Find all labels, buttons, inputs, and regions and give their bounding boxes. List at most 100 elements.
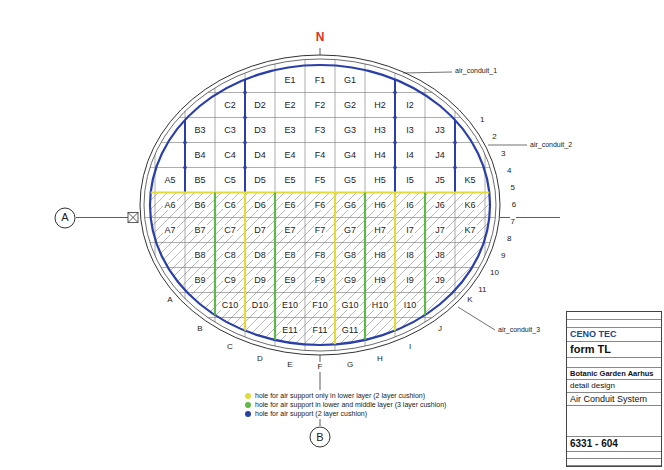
legend-text: hole for air support only in lower layer… xyxy=(255,391,425,400)
grid-cell-label: I10 xyxy=(403,300,418,310)
grid-cell-label: K6 xyxy=(463,200,476,210)
grid-cell-label: G4 xyxy=(343,150,357,160)
grid-cell-label: C5 xyxy=(223,175,237,185)
title-block-row xyxy=(567,459,661,466)
grid-cell-label: E9 xyxy=(283,275,296,285)
grid-cell-label: F2 xyxy=(314,100,327,110)
column-letter: D xyxy=(256,354,264,363)
row-number: 4 xyxy=(506,166,512,175)
legend: hole for air support only in lower layer… xyxy=(242,390,449,419)
row-number: 9 xyxy=(500,251,506,260)
grid-cell-label: B4 xyxy=(193,150,206,160)
grid-cell-label: F9 xyxy=(314,275,327,285)
grid-cell-label: E6 xyxy=(283,200,296,210)
title-block-row: CENO TEC xyxy=(567,328,661,342)
axis-circle-ring xyxy=(310,427,330,447)
column-letter: E xyxy=(286,360,293,369)
legend-row: hole for air support in lower and middle… xyxy=(245,400,446,409)
axis-circle-ring xyxy=(55,208,75,228)
grid-cell-label: F4 xyxy=(314,150,327,160)
cushion-grid xyxy=(140,50,500,360)
grid-cell-label: I5 xyxy=(405,175,415,185)
grid-cell-label: F10 xyxy=(311,300,329,310)
grid-cell-label: D3 xyxy=(253,125,267,135)
grid-cell-label: I3 xyxy=(405,125,415,135)
grid-cell-label: C4 xyxy=(223,150,237,160)
grid-cell-label: D7 xyxy=(253,225,267,235)
grid-cell-label: C2 xyxy=(223,100,237,110)
grid-cell-label: B9 xyxy=(193,275,206,285)
row-number: 11 xyxy=(477,285,487,294)
title-block: CENO TECform TLBotanic Garden Aarhusdeta… xyxy=(566,311,662,467)
grid-cell-label: H5 xyxy=(373,175,387,185)
grid-cell-label: E3 xyxy=(283,125,296,135)
column-letter: A xyxy=(166,295,173,304)
legend-row: hole for air support only in lower layer… xyxy=(245,391,446,400)
grid-cell-label: B8 xyxy=(193,250,206,260)
grid-cell-label: F5 xyxy=(314,175,327,185)
column-letter: C xyxy=(226,342,234,351)
north-mark: N xyxy=(316,31,325,45)
grid-cell-label: B3 xyxy=(193,125,206,135)
title-block-text: CENO TEC xyxy=(570,329,658,340)
inner-rim xyxy=(144,59,496,351)
axis-circle: A xyxy=(54,207,76,229)
grid-cell-label: J8 xyxy=(434,250,446,260)
row-number: 2 xyxy=(491,132,497,141)
grid-cell-label: K7 xyxy=(463,225,476,235)
grid-cell-label: D6 xyxy=(253,200,267,210)
conduit-callout: air_conduit_1 xyxy=(455,67,497,75)
grid-cell-label: B6 xyxy=(193,200,206,210)
grid-cell-label: G6 xyxy=(343,200,357,210)
title-block-row: Botanic Garden Aarhus xyxy=(567,368,661,380)
column-letter: I xyxy=(408,342,412,351)
grid-cell-label: I2 xyxy=(405,100,415,110)
row-number: 8 xyxy=(506,234,512,243)
title-block-row xyxy=(567,406,661,437)
grid-cell-label: B7 xyxy=(193,225,206,235)
row-number: 5 xyxy=(510,183,516,192)
conduit-callout: air_conduit_2 xyxy=(530,141,572,149)
grid-cell-label: H6 xyxy=(373,200,387,210)
grid-cell-label: D8 xyxy=(253,250,267,260)
blue-holes xyxy=(183,91,457,170)
grid-cell-label: H3 xyxy=(373,125,387,135)
row-number: 6 xyxy=(511,200,517,209)
blue-conduits xyxy=(185,60,455,193)
grid-cell-label: D4 xyxy=(253,150,267,160)
title-block-row: Air Conduit System xyxy=(567,393,661,407)
grid-cell-label: F1 xyxy=(314,75,327,85)
row-number: 1 xyxy=(479,115,485,124)
grid-cell-label: G7 xyxy=(343,225,357,235)
grid-cell-label: G1 xyxy=(343,75,357,85)
grid-cell-label: F8 xyxy=(314,250,327,260)
grid-cell-label: G3 xyxy=(343,125,357,135)
grid-cell-label: I9 xyxy=(405,275,415,285)
grid-cell-label: F6 xyxy=(314,200,327,210)
grid-cell-label: E1 xyxy=(283,75,296,85)
column-letter: B xyxy=(196,324,203,333)
row-number: 10 xyxy=(489,268,500,277)
row-number: 7 xyxy=(510,217,516,226)
grid-cell-label: C10 xyxy=(221,300,240,310)
yellow-conduits xyxy=(140,193,500,361)
grid-cell-label: E10 xyxy=(281,300,299,310)
grid-cell-label: I4 xyxy=(405,150,415,160)
grid-cell-label: D10 xyxy=(251,300,270,310)
title-block-row: 6331 - 604 xyxy=(567,437,661,452)
grid-cell-label: E2 xyxy=(283,100,296,110)
axis-lines xyxy=(76,48,560,426)
grid-cell-label: I8 xyxy=(405,250,415,260)
row-number: 3 xyxy=(500,149,506,158)
grid-cell-label: D2 xyxy=(253,100,267,110)
legend-swatch xyxy=(245,393,251,399)
grid-cell-label: E4 xyxy=(283,150,296,160)
grid-cell-label: I6 xyxy=(405,200,415,210)
title-block-row xyxy=(567,452,661,459)
conduit-callout: air_conduit_3 xyxy=(498,326,540,334)
grid-cell-label: A6 xyxy=(163,200,176,210)
grid-cell-label: F11 xyxy=(312,325,329,335)
grid-cell-label: F3 xyxy=(314,125,327,135)
grid-cell-label: G2 xyxy=(343,100,357,110)
